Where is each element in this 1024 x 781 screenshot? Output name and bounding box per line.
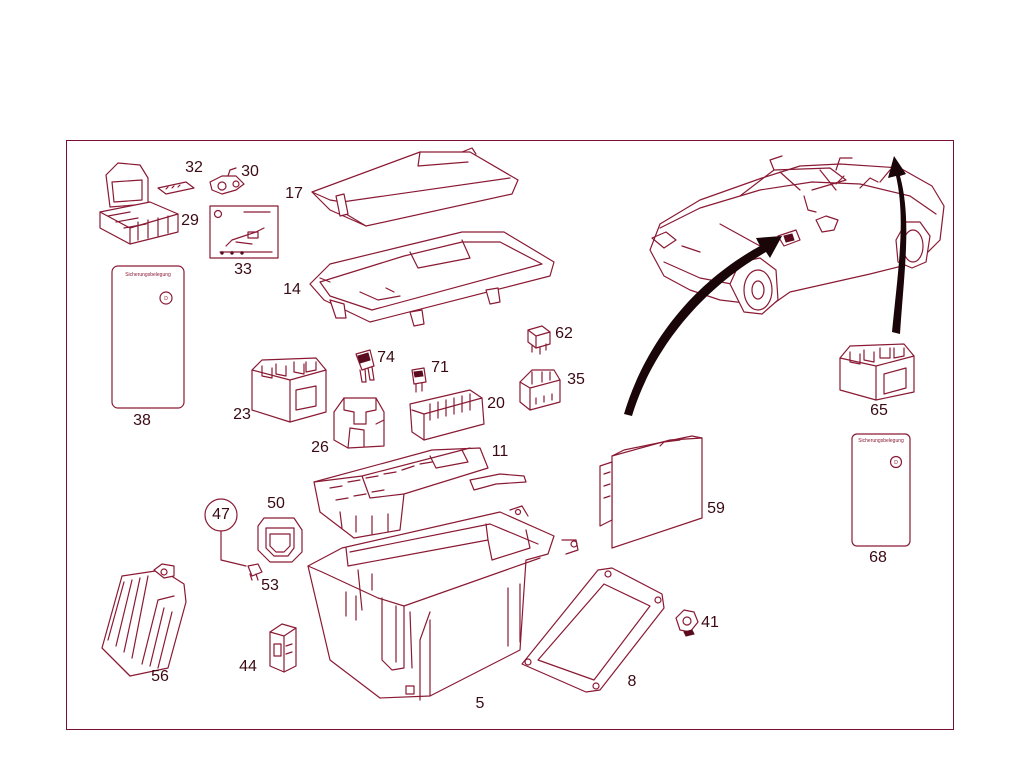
diagram-frame bbox=[66, 140, 954, 730]
label-41: 41 bbox=[701, 614, 719, 631]
label-5: 5 bbox=[475, 695, 485, 712]
part-14-base-tray bbox=[309, 231, 555, 327]
label-62: 62 bbox=[555, 325, 573, 342]
label-47: 47 bbox=[212, 506, 230, 523]
part-17-cover bbox=[311, 147, 519, 227]
part-38-fuse-card: Sicherungsbelegung D bbox=[111, 265, 185, 409]
label-71: 71 bbox=[431, 359, 449, 376]
part-30-clip bbox=[209, 167, 245, 195]
part-26-relay-holder bbox=[333, 397, 385, 449]
part-41-nut bbox=[675, 609, 699, 637]
part-35-connector bbox=[519, 369, 561, 411]
label-44: 44 bbox=[239, 658, 257, 675]
part-59-control-module bbox=[599, 435, 703, 549]
part-71-fuse bbox=[411, 367, 427, 393]
label-8: 8 bbox=[627, 673, 637, 690]
label-50: 50 bbox=[267, 495, 285, 512]
part-23-relay-block bbox=[251, 357, 327, 423]
card-38-heading: Sicherungsbelegung bbox=[125, 272, 171, 278]
part-32-contact-strip bbox=[157, 181, 195, 195]
label-20: 20 bbox=[487, 395, 505, 412]
part-29-relay-box bbox=[99, 162, 179, 245]
card-68-heading: Sicherungsbelegung bbox=[858, 438, 904, 444]
part-8-gasket bbox=[521, 567, 665, 693]
pointer-arrows bbox=[624, 156, 907, 416]
label-38: 38 bbox=[133, 412, 151, 429]
label-59: 59 bbox=[707, 500, 725, 517]
card-38-badge: D bbox=[164, 296, 168, 302]
part-53-screw bbox=[247, 563, 263, 581]
label-26: 26 bbox=[311, 439, 329, 456]
label-29: 29 bbox=[181, 212, 199, 229]
label-23: 23 bbox=[233, 406, 251, 423]
part-68-fuse-card: Sicherungsbelegung D bbox=[851, 433, 911, 547]
label-65: 65 bbox=[870, 402, 888, 419]
part-5-main-housing bbox=[307, 505, 579, 701]
label-56: 56 bbox=[151, 668, 169, 685]
label-32: 32 bbox=[185, 159, 203, 176]
label-33: 33 bbox=[234, 261, 252, 278]
part-33-label-card bbox=[209, 205, 279, 259]
label-35: 35 bbox=[567, 371, 585, 388]
part-65-relay-block bbox=[839, 343, 915, 401]
part-74-fuse bbox=[355, 349, 375, 383]
card-68-badge: D bbox=[894, 460, 898, 466]
part-11-relay-carrier bbox=[313, 447, 527, 539]
label-30: 30 bbox=[241, 163, 259, 180]
label-68: 68 bbox=[869, 549, 887, 566]
part-47-callout bbox=[204, 498, 247, 567]
label-14: 14 bbox=[283, 281, 301, 298]
part-56-heatsink-module bbox=[101, 563, 187, 677]
part-62-mini-relay bbox=[527, 325, 551, 355]
label-11: 11 bbox=[491, 443, 509, 460]
part-20-fuse-strip bbox=[409, 389, 485, 441]
part-50-bracket bbox=[257, 517, 303, 563]
part-44-holder bbox=[269, 623, 297, 673]
label-53: 53 bbox=[261, 577, 279, 594]
label-17: 17 bbox=[285, 185, 303, 202]
label-74: 74 bbox=[377, 349, 395, 366]
